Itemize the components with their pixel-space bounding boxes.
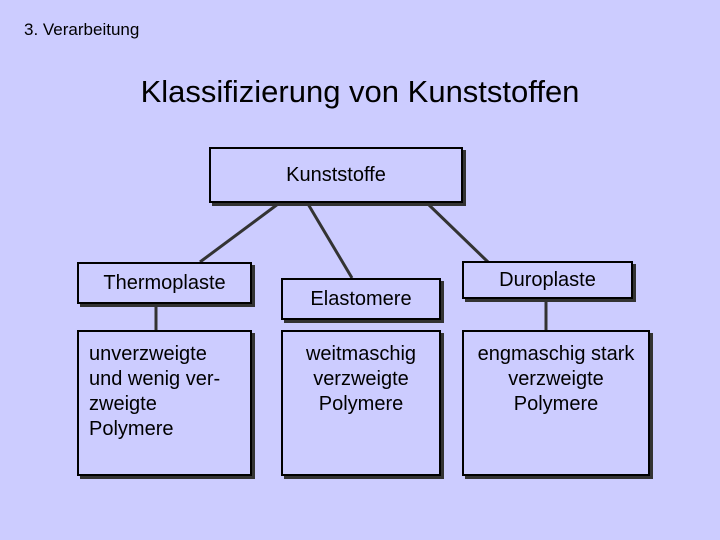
root-box-kunststoffe: Kunststoffe <box>209 147 463 203</box>
category-box-elastomere: Elastomere <box>281 278 441 320</box>
connector-root-duroplaste <box>426 202 490 264</box>
slide-title: Klassifizierung von Kunststoffen <box>140 74 580 109</box>
category-box-duroplaste: Duroplaste <box>462 261 633 299</box>
description-thermoplaste: unverzweigte und wenig ver- zweigte Poly… <box>89 343 221 440</box>
description-box-thermoplaste: unverzweigte und wenig ver- zweigte Poly… <box>77 330 252 476</box>
description-box-elastomere: weitmaschig verzweigte Polymere <box>281 330 441 476</box>
section-label: 3. Verarbeitung <box>24 20 140 39</box>
category-label-thermoplaste: Thermoplaste <box>103 271 226 294</box>
connector-root-elastomere <box>306 203 354 279</box>
connector-root-thermoplaste <box>199 202 279 264</box>
category-label-duroplaste: Duroplaste <box>499 268 596 291</box>
description-box-duroplaste: engmaschig stark verzweigte Polymere <box>462 330 650 476</box>
root-label: Kunststoffe <box>286 163 386 186</box>
description-duroplaste: engmaschig stark verzweigte Polymere <box>477 343 635 415</box>
description-elastomere: weitmaschig verzweigte Polymere <box>305 343 417 415</box>
category-box-thermoplaste: Thermoplaste <box>77 262 252 304</box>
category-label-elastomere: Elastomere <box>310 287 412 310</box>
